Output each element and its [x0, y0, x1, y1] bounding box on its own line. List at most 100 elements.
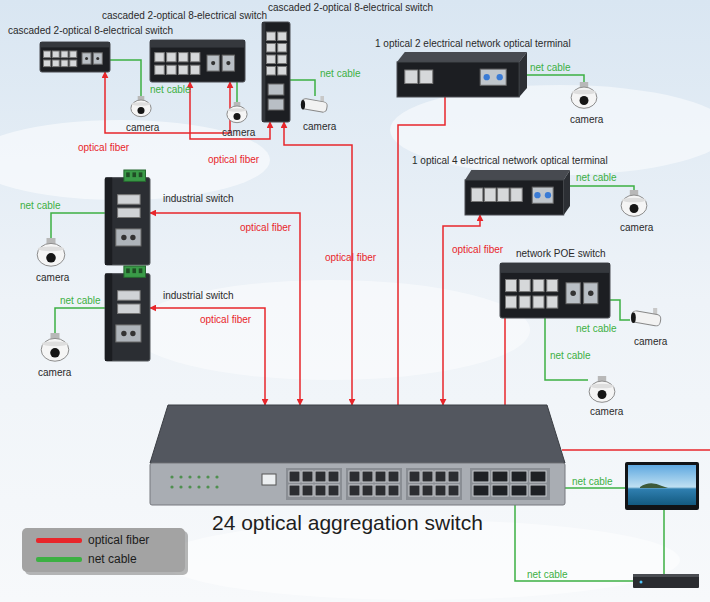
- ethernet-port: [547, 296, 558, 308]
- ethernet-port: [266, 55, 275, 64]
- net-cable-connector: [570, 186, 634, 190]
- device-label: 1 optical 2 electrical network optical t…: [375, 38, 571, 50]
- ethernet-port: [511, 188, 523, 202]
- camera-lens: [46, 253, 56, 263]
- ethernet-port: [179, 65, 189, 74]
- connector-label: optical fiber: [240, 222, 291, 234]
- nvr-body: [633, 574, 699, 588]
- sfp-port: [302, 471, 313, 482]
- ethernet-port: [511, 485, 527, 496]
- switch-body: [105, 274, 150, 361]
- ethernet-port: [70, 60, 77, 67]
- fiber-socket: [570, 291, 576, 297]
- fiber-port-group: [346, 468, 402, 500]
- fiber-port: [93, 53, 102, 64]
- network-device: 1 optical 2 electrical network optical t…: [397, 52, 527, 97]
- optical-fiber-connector: [284, 122, 352, 405]
- device-illustration: [262, 22, 290, 122]
- connector-label: optical fiber: [325, 252, 376, 264]
- net-cable-wire: [515, 505, 633, 581]
- device-label: cascaded 2-optical 8-electrical switch: [102, 10, 267, 22]
- terminal-top: [397, 52, 527, 62]
- terminal-screw: [126, 268, 130, 273]
- ethernet-port: [420, 70, 433, 84]
- net-cable-connector: [290, 80, 315, 96]
- terminal-side: [564, 170, 570, 215]
- device-illustration: [36, 238, 66, 268]
- optical-fiber-connector: [398, 97, 445, 405]
- connector-label: net cable: [576, 323, 617, 335]
- power-terminal: [124, 170, 146, 181]
- dome-camera-body: [621, 195, 647, 216]
- terminal-screw: [139, 172, 143, 177]
- switch-top-edge: [40, 42, 110, 47]
- fiber-port-group: [406, 468, 462, 500]
- ethernet-port: [118, 291, 141, 301]
- fiber-port: [116, 229, 141, 246]
- network-device: industrial switch: [105, 266, 150, 361]
- ethernet-port: [61, 51, 68, 58]
- terminal-screw: [126, 172, 130, 177]
- camera-ring: [42, 341, 68, 346]
- connector-label: net cable: [576, 172, 617, 184]
- nvr-top-edge: [633, 574, 699, 577]
- ethernet-port: [506, 296, 517, 308]
- ethernet-port: [511, 471, 527, 482]
- switch-body: [105, 178, 150, 265]
- fiber-port: [222, 55, 234, 71]
- connector-label: net cable: [150, 84, 191, 96]
- camera-node: camera: [570, 82, 598, 110]
- legend-text: net cable: [88, 552, 137, 566]
- status-led: [215, 475, 218, 478]
- sfp-port: [388, 485, 399, 496]
- status-led: [188, 475, 191, 478]
- optical-fiber-connector: [443, 215, 480, 405]
- camera-lens: [598, 390, 607, 399]
- ethernet-port: [484, 188, 496, 202]
- ethernet-port: [492, 485, 508, 496]
- switch-top-face: [150, 405, 565, 463]
- terminal-body: [397, 62, 519, 97]
- device-label: camera: [570, 114, 603, 126]
- ethernet-port: [190, 65, 200, 74]
- switch-body: [40, 42, 110, 72]
- ethernet-port: [52, 51, 59, 58]
- network-device: network POE switch: [500, 263, 610, 318]
- device-label: camera: [303, 121, 336, 133]
- status-led: [197, 475, 200, 478]
- sfp-port: [435, 485, 446, 496]
- device-label: camera: [126, 122, 159, 134]
- fiber-socket: [96, 57, 99, 60]
- dome-camera-body: [41, 338, 69, 361]
- terminal-screw: [139, 268, 143, 273]
- fiber-socket: [211, 61, 215, 65]
- sfp-port: [435, 471, 446, 482]
- nvr-led: [640, 581, 643, 584]
- status-led: [170, 485, 173, 488]
- device-label: camera: [36, 272, 69, 284]
- ethernet-port: [278, 32, 287, 41]
- ethernet-port: [530, 485, 546, 496]
- sfp-port: [422, 485, 433, 496]
- sfp-port: [289, 471, 300, 482]
- sfp-port: [362, 485, 373, 496]
- device-illustration: [105, 266, 150, 361]
- camera-node: camera: [40, 333, 70, 363]
- network-device: industrial switch: [105, 170, 150, 265]
- camera-node: camera: [36, 238, 66, 268]
- fiber-socket: [85, 57, 88, 60]
- ethernet-port: [533, 280, 544, 292]
- legend-text: optical fiber: [88, 533, 149, 547]
- device-illustration: [150, 40, 245, 82]
- switch-side-edge: [262, 22, 265, 122]
- camera-ring: [38, 246, 64, 251]
- fiber-port: [480, 69, 506, 85]
- device-illustration: [226, 102, 248, 124]
- sfp-port: [375, 471, 386, 482]
- sfp-port: [328, 471, 339, 482]
- device-illustration: [397, 52, 527, 97]
- fiber-socket: [226, 61, 230, 65]
- device-label: 1 optical 4 electrical network optical t…: [412, 155, 608, 167]
- status-led: [170, 475, 173, 478]
- network-device: 1 optical 4 electrical network optical t…: [465, 170, 570, 215]
